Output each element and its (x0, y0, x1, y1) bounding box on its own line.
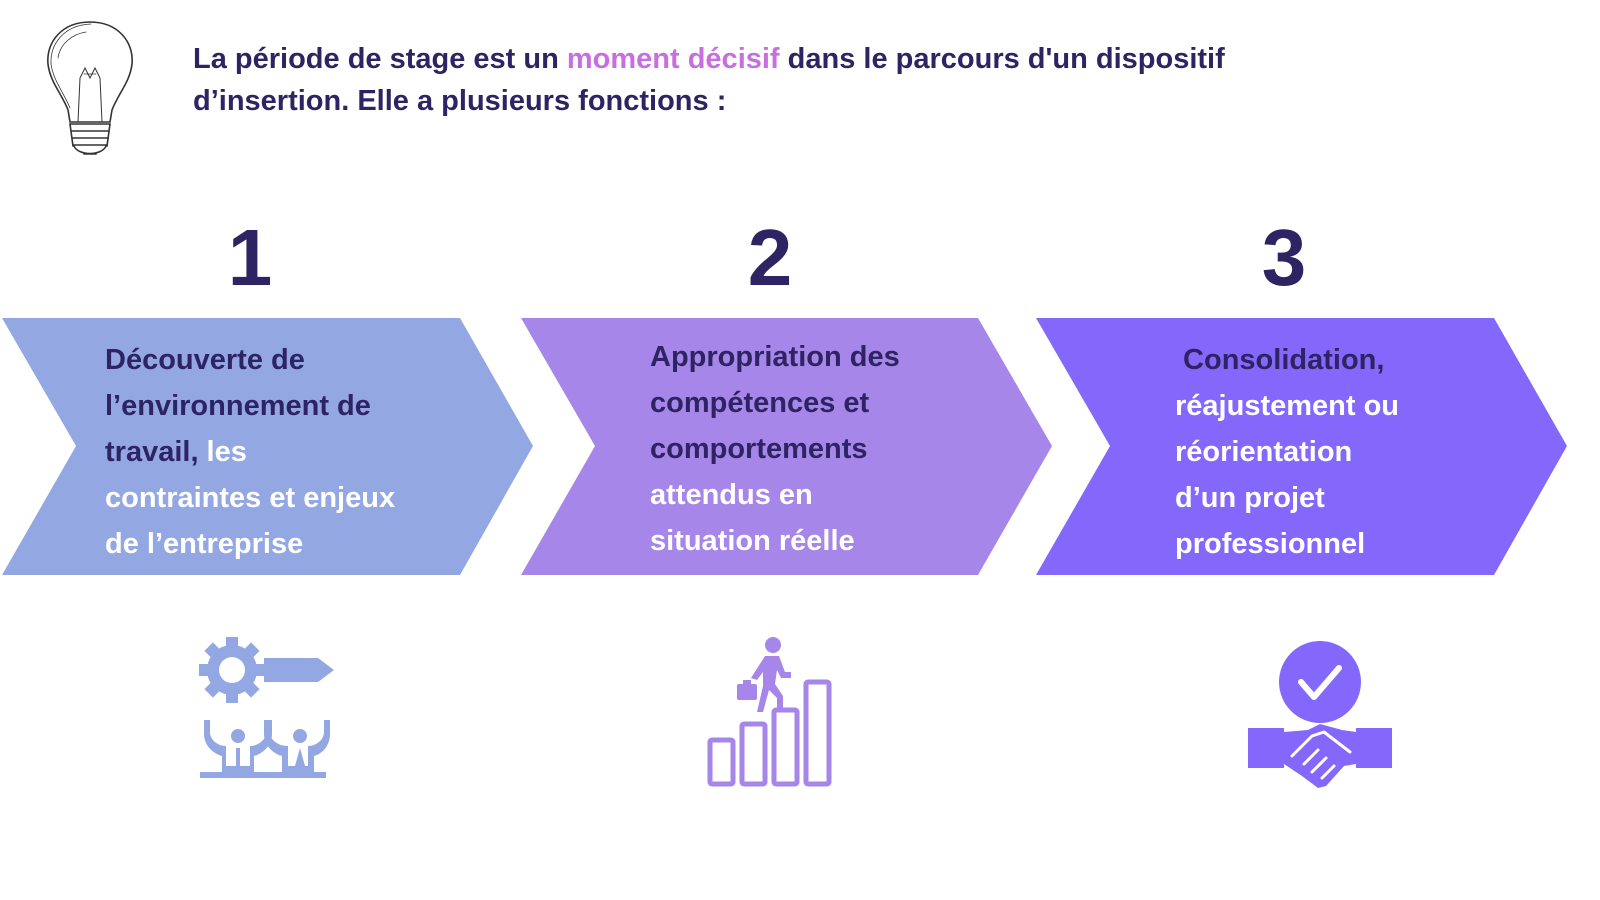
step-number-1: 1 (227, 213, 273, 302)
chevron-step-1 (2, 318, 533, 575)
step-number-2: 2 (747, 213, 793, 302)
intro-part2: dans le parcours d'un dispositif (779, 43, 1225, 75)
career-stairs-icon (707, 637, 832, 787)
step-3-text: Consolidation, réajustement ou réorienta… (1175, 344, 1399, 560)
gear-pencil-team-icon (199, 637, 334, 778)
step-1-text: Découverte de l’environnement de travail… (105, 344, 396, 560)
light-bulb-icon (47, 21, 133, 155)
chevron-step-2 (521, 318, 1052, 575)
step-2-text: Appropriation des compétences et comport… (650, 341, 900, 557)
intro-text: La période de stage est un moment décisi… (193, 38, 1313, 122)
intro-line2: d’insertion. Elle a plusieurs fonctions … (193, 85, 727, 117)
intro-highlight: moment décisif (566, 43, 780, 75)
step-number-3: 3 (1261, 213, 1307, 302)
chevron-step-3 (1036, 318, 1567, 575)
intro-part1: La période de stage est un (193, 43, 567, 75)
handshake-check-icon (1248, 641, 1392, 788)
